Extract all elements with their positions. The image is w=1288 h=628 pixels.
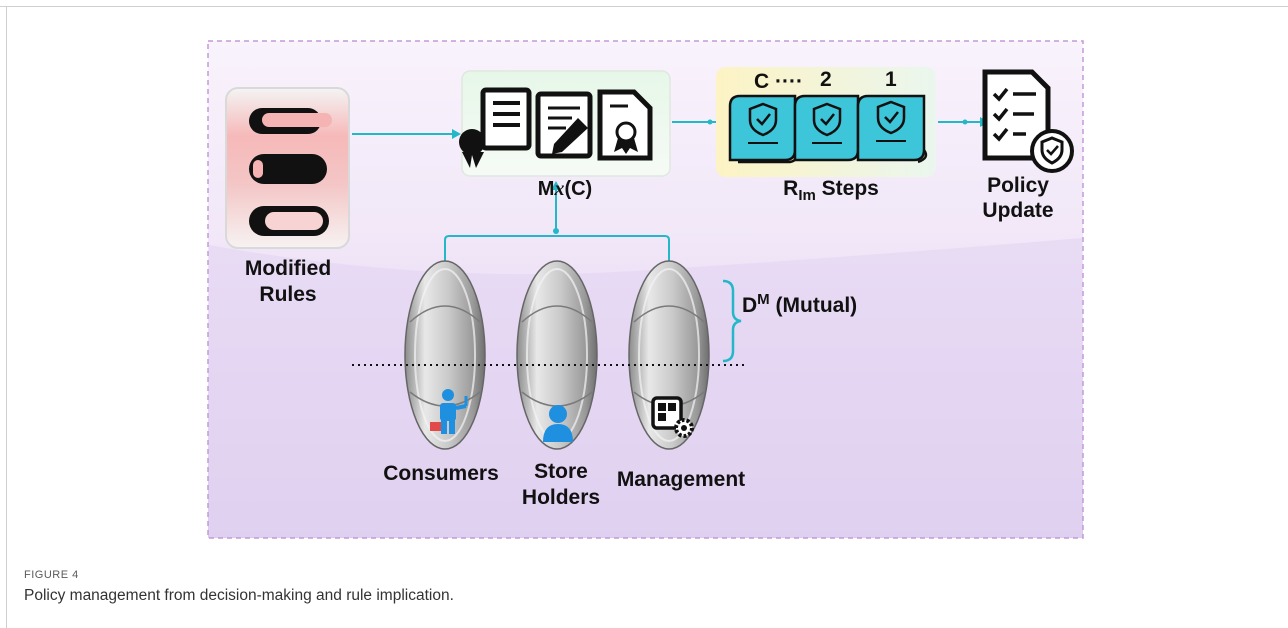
mutual-superscript: M [757, 291, 770, 308]
rim-subscript: Im [798, 187, 816, 204]
mx-variable: x [553, 178, 564, 200]
rim-main: R [783, 177, 798, 200]
rim-steps-box: C ···· 2 1 [716, 67, 936, 177]
consumer-person-icon [430, 389, 468, 434]
shield-icons [748, 100, 906, 137]
mx-prefix: M [538, 178, 555, 200]
policy-update-label: Policy Update [982, 174, 1053, 222]
stakeholder-pods [404, 260, 710, 450]
policy-line2: Update [982, 199, 1053, 222]
modified-rules-line2: Rules [259, 283, 316, 306]
store-holders-line2: Holders [522, 486, 600, 509]
edit-document-icon [535, 91, 593, 159]
modified-rules-box [225, 87, 350, 249]
policy-checklist-icon [982, 69, 1074, 173]
consumers-label: Consumers [383, 462, 499, 485]
mutual-label: DM (Mutual) [742, 291, 857, 317]
store-holders-line1: Store [534, 460, 588, 483]
rim-suffix: Steps [816, 177, 879, 200]
management-pod [628, 260, 710, 450]
management-dashboard-icon [651, 396, 694, 438]
modified-rules-line1: Modified [245, 257, 331, 280]
figure-label: FIGURE 4 [24, 569, 79, 581]
modified-rules-label: Modified Rules [245, 257, 331, 306]
management-label: Management [617, 468, 745, 491]
store-holder-person-icon [543, 405, 573, 442]
connector-lines [352, 121, 980, 262]
figure-left-rule [6, 6, 7, 628]
policy-line1: Policy [987, 174, 1049, 197]
step-label-2: 2 [820, 68, 832, 91]
scroll-lines [748, 140, 906, 144]
mutual-brace [722, 279, 742, 363]
mx-suffix: (C) [564, 178, 592, 200]
check-marks [756, 111, 899, 126]
mutual-suffix: (Mutual) [770, 294, 857, 317]
step-label-1: 1 [885, 68, 897, 91]
documents-box [459, 70, 671, 177]
figure-top-rule [0, 6, 1288, 7]
books-icon [249, 108, 332, 236]
rim-steps-label: RIm Steps [783, 177, 879, 204]
certificate-icon [459, 87, 532, 168]
award-document-icon [597, 89, 653, 161]
mx-label: Mx(C) [538, 178, 592, 200]
mutual-main: D [742, 294, 757, 317]
step-label-c: C ···· [754, 70, 803, 93]
figure-caption: Policy management from decision-making a… [24, 587, 454, 604]
